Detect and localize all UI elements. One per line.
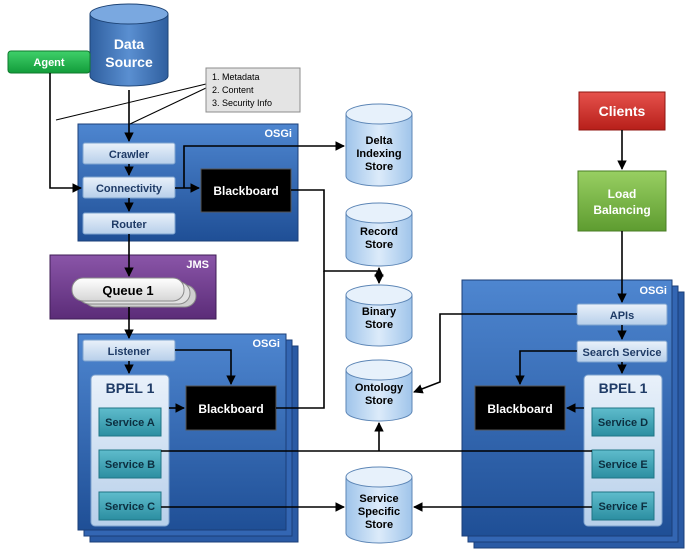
right-blackboard-label: Blackboard xyxy=(487,402,552,416)
ontology-store-line2: Store xyxy=(365,395,393,407)
service-c[interactable]: Service C xyxy=(98,491,162,521)
delta-store-line3: Store xyxy=(365,161,393,173)
connectivity-label: Connectivity xyxy=(96,183,163,195)
service-e[interactable]: Service E xyxy=(591,449,655,479)
crawler-label: Crawler xyxy=(109,149,150,161)
arrow-agent-connectivity xyxy=(49,73,82,193)
right-blackboard[interactable]: Blackboard xyxy=(474,385,566,431)
arrow-crawler-blackboard-stores xyxy=(291,189,377,272)
apis-label: APIs xyxy=(610,310,634,322)
record-store-line2: Store xyxy=(365,239,393,251)
delta-store-line1: Delta xyxy=(366,135,394,147)
binary-store-line1: Binary xyxy=(362,306,397,318)
record-store-line1: Record xyxy=(360,226,398,238)
service-store-line2: Specific xyxy=(358,506,400,518)
arrow-listener-blackboard xyxy=(175,349,236,385)
arrow-connectivity-delta xyxy=(183,141,345,188)
callout-item-3: 3. Security Info xyxy=(212,98,272,108)
crawler-blackboard[interactable]: Blackboard xyxy=(200,168,292,213)
data-source-cylinder[interactable]: Data Source xyxy=(89,3,169,87)
binary-store[interactable]: Binary Store xyxy=(345,284,413,347)
apis-module[interactable]: APIs xyxy=(576,303,668,326)
listener-module[interactable]: Listener xyxy=(82,339,176,362)
queue-label: Queue 1 xyxy=(102,283,153,298)
left-osgi-label: OSGi xyxy=(252,338,280,350)
search-service-label: Search Service xyxy=(583,347,662,359)
service-store-line1: Service xyxy=(359,493,398,505)
record-store[interactable]: Record Store xyxy=(345,202,413,267)
line-left-blackboard-stores xyxy=(276,271,325,409)
load-balancing-box[interactable]: Load Balancing xyxy=(577,170,667,232)
right-osgi-label: OSGi xyxy=(639,285,667,297)
left-bpel-label: BPEL 1 xyxy=(106,380,155,396)
osgi-label: OSGi xyxy=(264,128,292,140)
queue-1[interactable]: Queue 1 xyxy=(71,277,197,308)
search-service-module[interactable]: Search Service xyxy=(576,340,668,363)
service-d-label: Service D xyxy=(598,417,648,429)
service-b-label: Service B xyxy=(105,459,155,471)
service-d[interactable]: Service D xyxy=(591,407,655,437)
service-a-label: Service A xyxy=(105,417,155,429)
jms-label: JMS xyxy=(186,259,209,271)
load-balancing-line2: Balancing xyxy=(593,203,650,217)
crawler-module[interactable]: Crawler xyxy=(82,142,176,165)
clients-label: Clients xyxy=(599,103,646,119)
connectors xyxy=(49,73,627,512)
listener-label: Listener xyxy=(108,346,152,358)
callout-item-1: 1. Metadata xyxy=(212,72,260,82)
ontology-store-line1: Ontology xyxy=(355,382,404,394)
data-source-line1: Data xyxy=(114,36,145,52)
agent-box[interactable]: Agent xyxy=(7,50,91,74)
service-c-label: Service C xyxy=(105,501,155,513)
callout-item-2: 2. Content xyxy=(212,85,254,95)
service-e-label: Service E xyxy=(598,459,648,471)
data-source-line2: Source xyxy=(105,54,153,70)
right-bpel-label: BPEL 1 xyxy=(599,380,648,396)
service-specific-store[interactable]: Service Specific Store xyxy=(345,466,413,544)
binary-store-line2: Store xyxy=(365,319,393,331)
crawler-blackboard-label: Blackboard xyxy=(213,184,278,198)
router-module[interactable]: Router xyxy=(82,212,176,235)
service-b[interactable]: Service B xyxy=(98,449,162,479)
callout-box: 1. Metadata 2. Content 3. Security Info xyxy=(55,67,301,125)
connectivity-module[interactable]: Connectivity xyxy=(82,176,176,199)
router-label: Router xyxy=(111,219,147,231)
delta-indexing-store[interactable]: Delta Indexing Store xyxy=(345,103,413,187)
arrow-apis-ontology xyxy=(413,313,577,394)
service-store-line3: Store xyxy=(365,519,393,531)
delta-store-line2: Indexing xyxy=(356,148,401,160)
service-f-label: Service F xyxy=(599,501,648,513)
ontology-store[interactable]: Ontology Store xyxy=(345,359,413,422)
left-blackboard-label: Blackboard xyxy=(198,402,263,416)
clients-box[interactable]: Clients xyxy=(578,91,666,131)
arrow-search-blackboard xyxy=(515,350,577,385)
service-a[interactable]: Service A xyxy=(98,407,162,437)
agent-label: Agent xyxy=(33,57,65,69)
left-blackboard[interactable]: Blackboard xyxy=(185,385,277,431)
load-balancing-line1: Load xyxy=(608,187,637,201)
service-f[interactable]: Service F xyxy=(591,491,655,521)
